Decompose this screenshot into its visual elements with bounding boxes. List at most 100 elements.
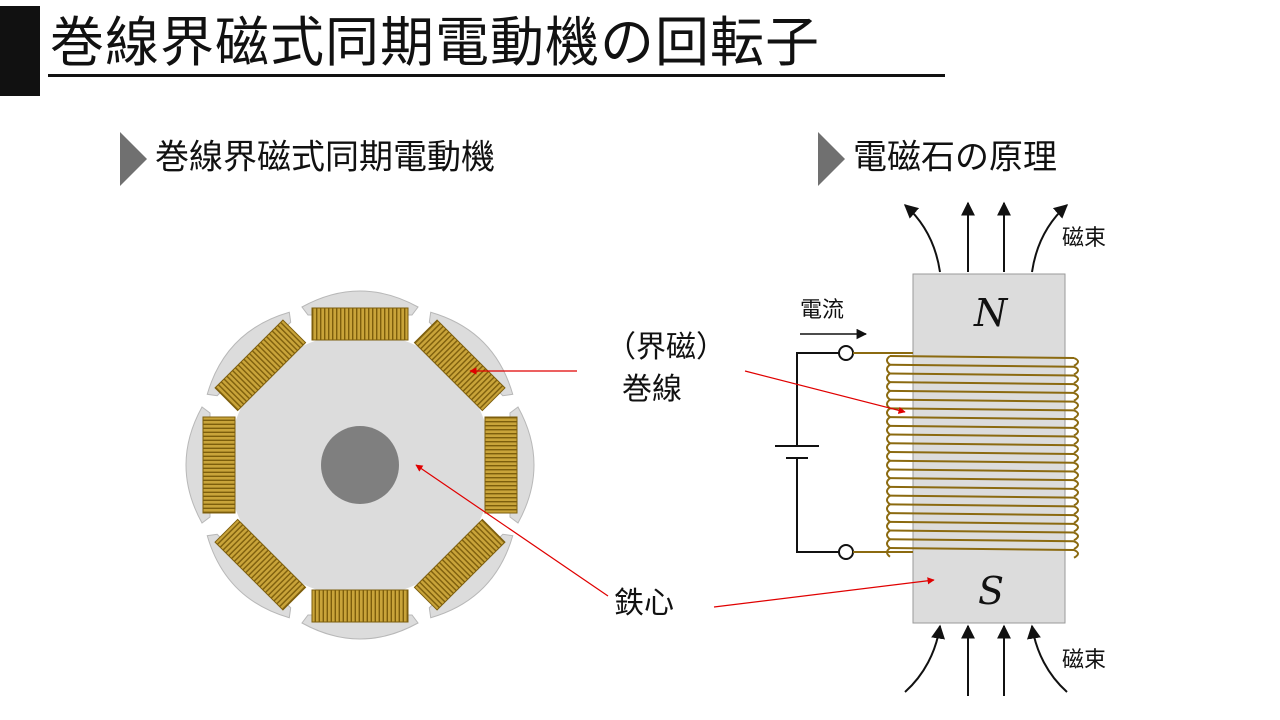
coil-turn-edge bbox=[1073, 426, 1079, 437]
coil-turn-edge bbox=[886, 363, 891, 375]
title-underline bbox=[48, 74, 945, 77]
coil-turn-edge bbox=[886, 451, 891, 462]
current-label: 電流 bbox=[800, 298, 845, 323]
right-heading-text: 電磁石の原理 bbox=[853, 137, 1057, 178]
coil-turn bbox=[889, 477, 1075, 482]
coil-turn-edge bbox=[1073, 522, 1079, 533]
coil-turn bbox=[889, 424, 1075, 429]
coil-turn-edge bbox=[1073, 487, 1079, 498]
terminal-bottom bbox=[838, 544, 854, 560]
field-winding-coil bbox=[413, 518, 506, 611]
coil-turn-edge bbox=[886, 477, 891, 488]
coil-turn-edge bbox=[886, 512, 891, 523]
coil-turn-edge bbox=[1073, 435, 1079, 446]
coil-turn-edge bbox=[1073, 383, 1079, 393]
flux-label-bottom: 磁束 bbox=[1062, 648, 1107, 673]
coil-turn bbox=[889, 363, 1075, 368]
coil-turn-edge bbox=[886, 416, 891, 427]
title-accent-bar bbox=[0, 6, 40, 96]
flux-arrows-top bbox=[903, 201, 1069, 273]
coil-turn-edge bbox=[886, 433, 891, 445]
electromagnet-diagram bbox=[775, 201, 1079, 696]
coil-turn-edge bbox=[886, 486, 891, 497]
coil-turn bbox=[889, 381, 1075, 386]
coil-turn-edge bbox=[1073, 409, 1079, 419]
coil-turn-edge bbox=[886, 521, 891, 532]
coil-turn-edge bbox=[1073, 357, 1079, 367]
coil-turn-edge bbox=[1073, 453, 1079, 463]
field-winding-coil bbox=[214, 518, 307, 611]
coil-turn-edge bbox=[1073, 470, 1079, 481]
left-heading-text: 巻線界磁式同期電動機 bbox=[155, 137, 495, 178]
coil-turn bbox=[889, 372, 1075, 377]
coil-turn-edge bbox=[1073, 540, 1079, 550]
triangle-right-icon bbox=[120, 132, 147, 186]
coil-turn-edge bbox=[886, 372, 891, 383]
leader-lines bbox=[415, 367, 935, 608]
right-heading: 電磁石の原理 bbox=[818, 132, 1057, 186]
flux-arrows-bottom bbox=[904, 624, 1068, 696]
coil-turn-edge bbox=[886, 494, 891, 506]
coil-turn bbox=[889, 468, 1075, 473]
coil-turn bbox=[889, 416, 1075, 421]
coil-turn bbox=[889, 512, 1075, 517]
field-winding-coil bbox=[311, 307, 409, 341]
coil-turn bbox=[889, 355, 1075, 359]
winding-label-line2: 巻線 bbox=[622, 372, 682, 407]
coil-turn bbox=[889, 547, 1075, 551]
rotor-field-windings bbox=[202, 307, 518, 623]
coil-turn-edge bbox=[1073, 479, 1079, 489]
coil-turn bbox=[889, 398, 1075, 403]
coil-turn-edge bbox=[1073, 400, 1079, 411]
field-winding-coil bbox=[311, 589, 409, 623]
coil-turn bbox=[889, 529, 1075, 534]
coil-turn bbox=[889, 442, 1075, 447]
coil-turn-edge bbox=[886, 407, 891, 418]
electromagnet-coil bbox=[886, 355, 1079, 559]
field-winding-coil bbox=[413, 319, 506, 412]
winding-label-line1: （界磁） bbox=[606, 330, 726, 365]
left-heading: 巻線界磁式同期電動機 bbox=[120, 132, 495, 186]
coil-turn-edge bbox=[1073, 514, 1079, 524]
coil-turn bbox=[889, 459, 1075, 464]
pole-s-label: S bbox=[978, 569, 1005, 613]
coil-turn bbox=[889, 538, 1075, 543]
coil-turn bbox=[889, 520, 1075, 525]
coil-turn-edge bbox=[886, 538, 891, 549]
coil-turn-edge bbox=[1073, 531, 1079, 542]
triangle-right-icon bbox=[818, 132, 845, 186]
coil-turn bbox=[889, 389, 1075, 394]
terminal-top bbox=[838, 345, 854, 361]
coil-turn-edge bbox=[886, 390, 891, 401]
coil-turn-edge bbox=[1073, 418, 1079, 428]
pole-n-label: N bbox=[974, 291, 1008, 335]
coil-turn bbox=[889, 494, 1075, 499]
iron-core-label: 鉄心 bbox=[614, 586, 674, 621]
coil-turn bbox=[889, 433, 1075, 438]
coil-turn-edge bbox=[1073, 374, 1079, 385]
field-winding-coil bbox=[202, 416, 236, 514]
coil-turn bbox=[889, 451, 1075, 455]
coil-turn-edge bbox=[886, 381, 891, 392]
field-winding-coil bbox=[214, 319, 307, 412]
coil-turn-edge bbox=[1073, 391, 1079, 402]
coil-turn-edge bbox=[886, 459, 891, 471]
coil-turn-edge bbox=[1073, 549, 1079, 559]
coil-turn-edge bbox=[886, 468, 891, 479]
coil-turn bbox=[889, 485, 1075, 490]
coil-turn-edge bbox=[886, 355, 891, 366]
coil-turn bbox=[889, 503, 1075, 508]
page-title: 巻線界磁式同期電動機の回転子 bbox=[50, 11, 820, 74]
flux-label-top: 磁束 bbox=[1062, 226, 1107, 251]
electromagnet-core bbox=[912, 273, 1066, 624]
rotor-shaft bbox=[321, 426, 399, 504]
coil-turn-edge bbox=[1073, 496, 1079, 507]
coil-turn-edge bbox=[1073, 505, 1079, 515]
coil-turn-edge bbox=[1073, 444, 1079, 454]
coil-turn-edge bbox=[886, 529, 891, 541]
battery-circuit bbox=[775, 352, 846, 553]
coil-turn-edge bbox=[886, 442, 891, 453]
field-winding-coil bbox=[484, 416, 518, 514]
